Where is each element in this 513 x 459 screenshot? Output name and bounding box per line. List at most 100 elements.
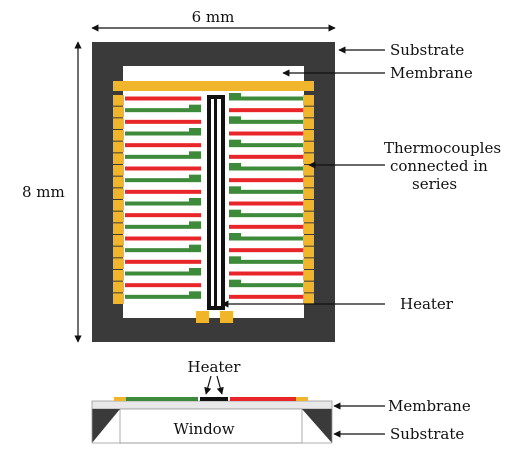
left-red-strip: [125, 259, 201, 264]
left-red-strip: [125, 213, 201, 218]
right-red-strip: [229, 154, 303, 159]
right-red-strip: [229, 294, 303, 299]
left-green-strip: [125, 248, 201, 253]
right-pad: [303, 223, 314, 234]
substrate-callout: Substrate: [338, 41, 464, 59]
left-green-tab: [189, 151, 201, 156]
right-pad: [303, 188, 314, 199]
right-red-strip: [229, 178, 303, 183]
right-pad: [303, 165, 314, 176]
left-pad: [113, 270, 124, 281]
left-green-strip: [125, 294, 201, 299]
left-green-tab: [189, 221, 201, 226]
height-dimension-label: 8 mm: [22, 183, 65, 201]
cross-heater-label: Heater: [188, 358, 242, 376]
right-green-strip: [229, 143, 303, 148]
left-green-strip: [125, 154, 201, 159]
membrane-label: Membrane: [390, 64, 473, 82]
right-green-tab: [229, 279, 241, 284]
left-pad: [113, 281, 124, 293]
left-red-strip: [125, 166, 201, 171]
right-green-tab: [229, 186, 241, 191]
cross-section: Window Heater Membrane Substrate: [91, 358, 471, 444]
left-pad: [113, 176, 124, 188]
left-pad: [113, 246, 124, 258]
left-green-tab: [189, 104, 201, 109]
left-pad: [113, 118, 124, 129]
right-green-strip: [229, 166, 303, 171]
right-red-strip: [229, 201, 303, 206]
left-green-tab: [189, 198, 201, 202]
left-green-strip: [125, 201, 201, 206]
cross-substrate-left: [92, 409, 120, 443]
left-green-strip: [125, 178, 201, 183]
cross-yellow-left: [114, 397, 126, 401]
left-green-tab: [189, 174, 201, 179]
right-green-tab: [229, 93, 241, 97]
left-green-strip: [125, 131, 201, 136]
cross-green-strip: [126, 397, 198, 401]
left-pad: [113, 153, 124, 164]
right-green-strip: [229, 259, 303, 264]
left-pad: [113, 258, 124, 269]
thermocouples-label-line1: Thermocouples: [384, 139, 501, 157]
right-pad: [303, 211, 314, 223]
left-pad: [113, 200, 124, 211]
cross-window-label: Window: [173, 420, 234, 438]
cross-yellow-right: [296, 397, 308, 401]
left-red-strip: [125, 236, 201, 241]
left-red-strip: [125, 143, 201, 148]
right-pad: [303, 270, 314, 281]
left-thermocouple-array: [113, 95, 201, 304]
right-green-tab: [229, 209, 241, 214]
right-pad: [303, 95, 314, 106]
width-dimension-label: 6 mm: [192, 8, 235, 26]
heater-pad-right: [220, 311, 233, 323]
left-pad: [113, 165, 124, 176]
right-thermocouple-array: [229, 93, 314, 304]
right-green-strip: [229, 189, 303, 194]
right-green-tab: [229, 233, 241, 237]
right-red-strip: [229, 224, 303, 229]
left-pad: [113, 293, 124, 304]
right-green-strip: [229, 96, 303, 101]
left-pad: [113, 141, 124, 153]
heater-pad-left: [196, 311, 209, 323]
left-green-tab: [189, 244, 201, 249]
left-green-strip: [125, 271, 201, 276]
left-pad: [113, 130, 124, 141]
left-pad: [113, 235, 124, 246]
right-pad: [303, 281, 314, 293]
right-pad: [303, 246, 314, 258]
right-green-tab: [229, 163, 241, 167]
cross-substrate-label: Substrate: [390, 425, 464, 443]
left-green-tab: [189, 268, 201, 272]
right-green-tab: [229, 256, 241, 261]
left-red-strip: [125, 189, 201, 194]
cross-membrane-label: Membrane: [388, 397, 471, 415]
right-green-strip: [229, 236, 303, 241]
heater-label: Heater: [400, 295, 454, 313]
thermocouples-label-line3: series: [412, 175, 457, 193]
right-red-strip: [229, 131, 303, 136]
right-green-tab: [229, 116, 241, 121]
thermocouples-callout: Thermocouples connected in series: [308, 139, 501, 193]
substrate-label: Substrate: [390, 41, 464, 59]
right-pad: [303, 141, 314, 153]
right-pad: [303, 258, 314, 269]
left-red-strip: [125, 96, 201, 101]
heater-callout: Heater: [221, 295, 454, 313]
thermocouples-label-line2: connected in: [390, 157, 488, 175]
right-pad: [303, 293, 314, 304]
left-pad: [113, 106, 124, 118]
right-pad: [303, 130, 314, 141]
right-pad: [303, 118, 314, 129]
right-green-strip: [229, 213, 303, 218]
height-dimension: 8 mm: [22, 41, 82, 343]
top-contact-bar: [113, 81, 314, 91]
cross-red-strip: [230, 397, 296, 401]
right-red-strip: [229, 108, 303, 113]
right-pad: [303, 106, 314, 118]
right-pad: [303, 200, 314, 211]
